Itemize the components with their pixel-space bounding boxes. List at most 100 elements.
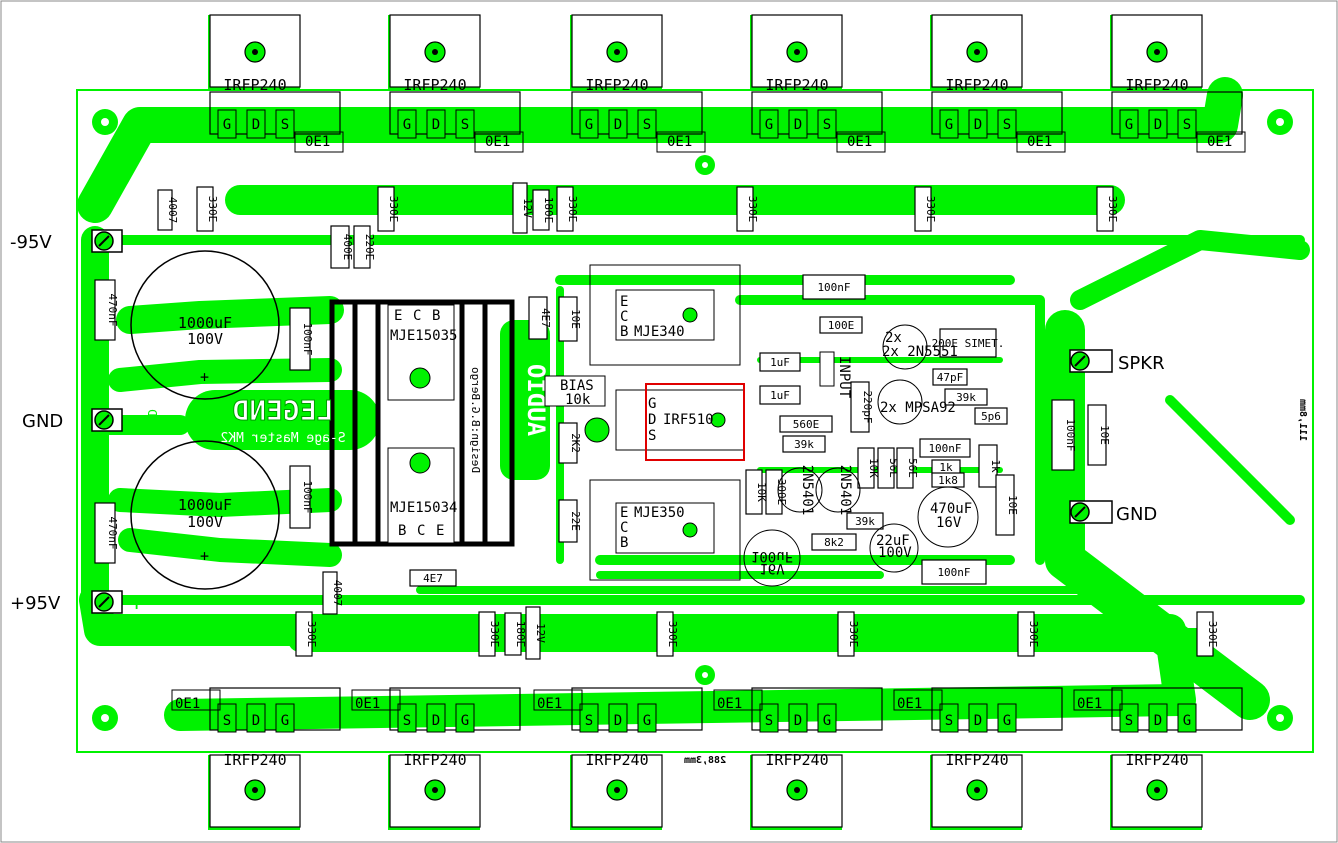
output-transistor-pin: S	[823, 117, 831, 133]
res-560e-label: 560E	[793, 418, 820, 431]
output-transistor-pin: G	[461, 713, 469, 729]
output-transistor-pin: S	[1125, 713, 1133, 729]
output-transistor-name: IRFP240	[585, 751, 648, 769]
gate-resistor-top-label: 330E	[387, 196, 400, 223]
res-2k2-label: 2K2	[569, 433, 582, 453]
res-39k-c: 39k	[846, 512, 884, 530]
output-transistor-pin: S	[223, 713, 231, 729]
output-transistor-pin: S	[403, 713, 411, 729]
gate-resistor-top: 330E	[556, 186, 579, 232]
irf510-pin-g: G	[648, 396, 656, 412]
output-transistor-pin: S	[1183, 117, 1191, 133]
gate-resistor-top: 330E	[914, 186, 937, 232]
gate-resistor-top-label: 330E	[566, 196, 579, 223]
terminal-neg-label: -95V	[10, 232, 52, 253]
res-22e: 22E	[558, 499, 582, 543]
res-560e: 560E	[779, 415, 833, 433]
res-200e-simet-label: 200E SIMET.	[932, 337, 1005, 350]
mje15034-pin-e: E	[436, 523, 444, 539]
cap-1u-b-label: 1uF	[770, 389, 790, 402]
gate-resistor-bottom: 330E	[656, 611, 679, 657]
res-1k-a: 1k	[978, 444, 1002, 488]
res-1k-b-label: 1k	[939, 461, 953, 474]
cap-470n-bottom: 470nF	[94, 502, 119, 564]
bias-pot: BIAS 10k	[544, 375, 610, 443]
mje15035-pin-e: E	[394, 308, 402, 324]
cap-100n-left-bottom: 100nF	[289, 465, 314, 529]
bias-label: BIAS	[560, 378, 594, 394]
res-10k-b: 10K	[745, 469, 768, 515]
res-10k-a: 10K	[857, 447, 880, 489]
output-transistor-pin: S	[945, 713, 953, 729]
pos-mark: +	[130, 591, 143, 616]
diode-top: 4007	[157, 189, 179, 231]
terminal-pos: +95V +	[10, 590, 143, 616]
source-resistor-label: 0E1	[355, 696, 380, 712]
c100u-voltage: 16V	[759, 560, 785, 576]
res-10e-label: 10E	[569, 309, 582, 329]
res-10e-spkr: 10E	[1087, 404, 1111, 466]
source-resistor-label: 0E1	[485, 134, 510, 150]
res-10k-a-label: 10K	[867, 458, 880, 478]
res-10k-b-label: 10K	[755, 482, 768, 502]
res-10e-b: 10E	[995, 474, 1019, 536]
cap-main-top-value: 1000uF	[178, 314, 232, 332]
c470u-voltage: 16V	[936, 515, 962, 531]
res-400e-top-label: 400E	[341, 234, 354, 261]
cap-1u-a-label: 1uF	[770, 356, 790, 369]
q-2n5401-label: 2N5401	[799, 465, 815, 516]
neg-mark: -	[130, 229, 142, 253]
cap-1u-a: 1uF	[759, 352, 801, 372]
source-resistor-label: 0E1	[537, 696, 562, 712]
cap-main-top: 1000uF 100V +	[130, 250, 280, 400]
output-transistor-pin: G	[1003, 713, 1011, 729]
output-transistor-pin: S	[585, 713, 593, 729]
res-180e-bottom: 180E	[504, 612, 527, 656]
terminal-spkr-label: SPKR	[1118, 353, 1165, 374]
output-transistor-pin: S	[765, 713, 773, 729]
cap-470n-top: 470nF	[94, 279, 119, 341]
cap-main-top-voltage: 100V	[187, 330, 223, 348]
res-4e7-b-label: 4E7	[423, 572, 443, 585]
irf510-highlight-box	[645, 383, 745, 461]
mje15035-label: MJE15035	[390, 328, 457, 344]
mirrored-branding: LEGEND S-age Master MK2 AUDIO Design:B.G…	[145, 364, 1308, 766]
q-mpsa92-label: 2x MPSA92	[880, 400, 956, 416]
gate-resistor-bottom: 330E	[837, 611, 860, 657]
cap-main-top-plus: +	[200, 368, 209, 386]
gate-resistor-bottom: 330E	[1196, 611, 1219, 657]
source-resistor-label: 0E1	[717, 696, 742, 712]
mje15034-pin-b: B	[398, 523, 406, 539]
output-transistor-pin: G	[281, 713, 289, 729]
zener-12v-top-label: 12V	[521, 198, 534, 218]
mje350-pin-e: E	[620, 505, 628, 521]
source-resistor-label: 0E1	[847, 134, 872, 150]
mje350-pin-b: B	[620, 535, 628, 551]
c100u-value: 100uF	[751, 548, 793, 564]
res-1k8: 1k8	[931, 472, 965, 488]
source-resistor-label: 0E1	[1077, 696, 1102, 712]
res-200e-simet: 200E SIMET.	[932, 328, 1005, 358]
mje340-pin-b: B	[620, 324, 628, 340]
terminal-spkr: SPKR	[1069, 349, 1165, 374]
output-transistor-pin: D	[614, 713, 622, 729]
gate-resistor-top-label: 330E	[1106, 196, 1119, 223]
input-label: INPUT	[836, 356, 852, 399]
small-transistors: 2x 2x 2N5551 2x MPSA92 2N5401 2N5401	[777, 324, 958, 516]
cap-100n-a-label: 100nF	[817, 281, 850, 294]
output-transistor-name: IRFP240	[585, 76, 648, 94]
driver-heatsink: E C B MJE15035 MJE15034 B C E	[329, 299, 515, 547]
res-8k2: 8k2	[811, 533, 857, 551]
gate-resistor-top-label: 330E	[924, 196, 937, 223]
diode-top-label: 4007	[166, 197, 179, 224]
res-39k-b-label: 39k	[956, 391, 976, 404]
res-10e-b-label: 10E	[1006, 495, 1019, 515]
board-outline	[76, 89, 1314, 753]
res-1k8-label: 1k8	[938, 474, 958, 487]
